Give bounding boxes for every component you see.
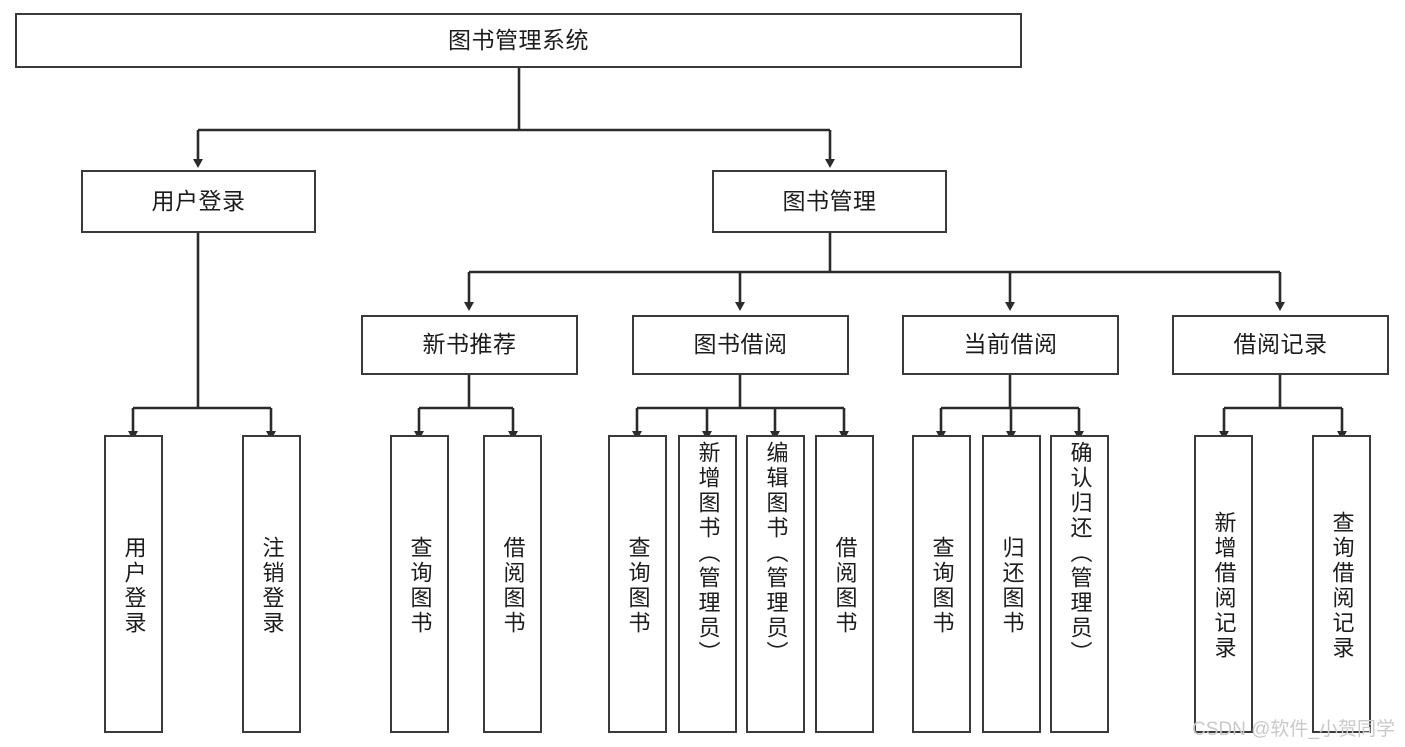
node-label: 新书推荐 <box>422 331 517 358</box>
leaf-query-book-borrow[interactable]: 查询图书 <box>608 435 667 733</box>
leaf-edit-book-admin[interactable]: 编辑图书（管理员） <box>746 435 805 733</box>
node-label: 借阅记录 <box>1233 331 1328 358</box>
node-label: 用户登录 <box>151 187 246 214</box>
node-label: 归还图书 <box>999 536 1025 636</box>
node-book-management[interactable]: 图书管理 <box>712 170 947 233</box>
node-current-borrow[interactable]: 当前借阅 <box>902 315 1119 375</box>
node-label: 图书管理系统 <box>448 26 589 53</box>
node-label: 查询图书 <box>929 536 955 636</box>
leaf-query-borrow-record[interactable]: 查询借阅记录 <box>1312 435 1371 733</box>
node-label: 注销登录 <box>259 536 285 636</box>
csdn-watermark: CSDN @软件_小贺同学 <box>1192 719 1395 740</box>
node-label: 查询借阅记录 <box>1329 511 1355 661</box>
leaf-user-login[interactable]: 用户登录 <box>104 435 163 733</box>
leaf-add-borrow-record[interactable]: 新增借阅记录 <box>1194 435 1253 733</box>
node-label: 图书借阅 <box>693 331 788 358</box>
leaf-confirm-return-admin[interactable]: 确认归还（管理员） <box>1050 435 1109 733</box>
node-new-book-recommend[interactable]: 新书推荐 <box>361 315 578 375</box>
node-label: 查询图书 <box>625 536 651 636</box>
node-label: 用户登录 <box>121 536 147 636</box>
node-label: 新增图书（管理员） <box>695 441 721 666</box>
node-user-login[interactable]: 用户登录 <box>81 170 316 233</box>
node-label: 借阅图书 <box>500 536 526 636</box>
node-label: 当前借阅 <box>963 331 1058 358</box>
leaf-borrow-book-borrow[interactable]: 借阅图书 <box>815 435 874 733</box>
node-label: 借阅图书 <box>832 536 858 636</box>
node-label: 确认归还（管理员） <box>1067 441 1093 666</box>
leaf-return-book[interactable]: 归还图书 <box>982 435 1041 733</box>
node-borrow-record[interactable]: 借阅记录 <box>1172 315 1389 375</box>
leaf-add-book-admin[interactable]: 新增图书（管理员） <box>678 435 737 733</box>
leaf-query-book-current[interactable]: 查询图书 <box>912 435 971 733</box>
leaf-borrow-book-recommend[interactable]: 借阅图书 <box>483 435 542 733</box>
leaf-query-book-recommend[interactable]: 查询图书 <box>390 435 449 733</box>
node-book-borrow[interactable]: 图书借阅 <box>632 315 849 375</box>
node-label: 查询图书 <box>407 536 433 636</box>
node-label: 新增借阅记录 <box>1211 511 1237 661</box>
node-label: 图书管理 <box>782 187 877 214</box>
node-label: 编辑图书（管理员） <box>763 441 789 666</box>
leaf-logout[interactable]: 注销登录 <box>242 435 301 733</box>
node-root-system[interactable]: 图书管理系统 <box>15 13 1022 68</box>
